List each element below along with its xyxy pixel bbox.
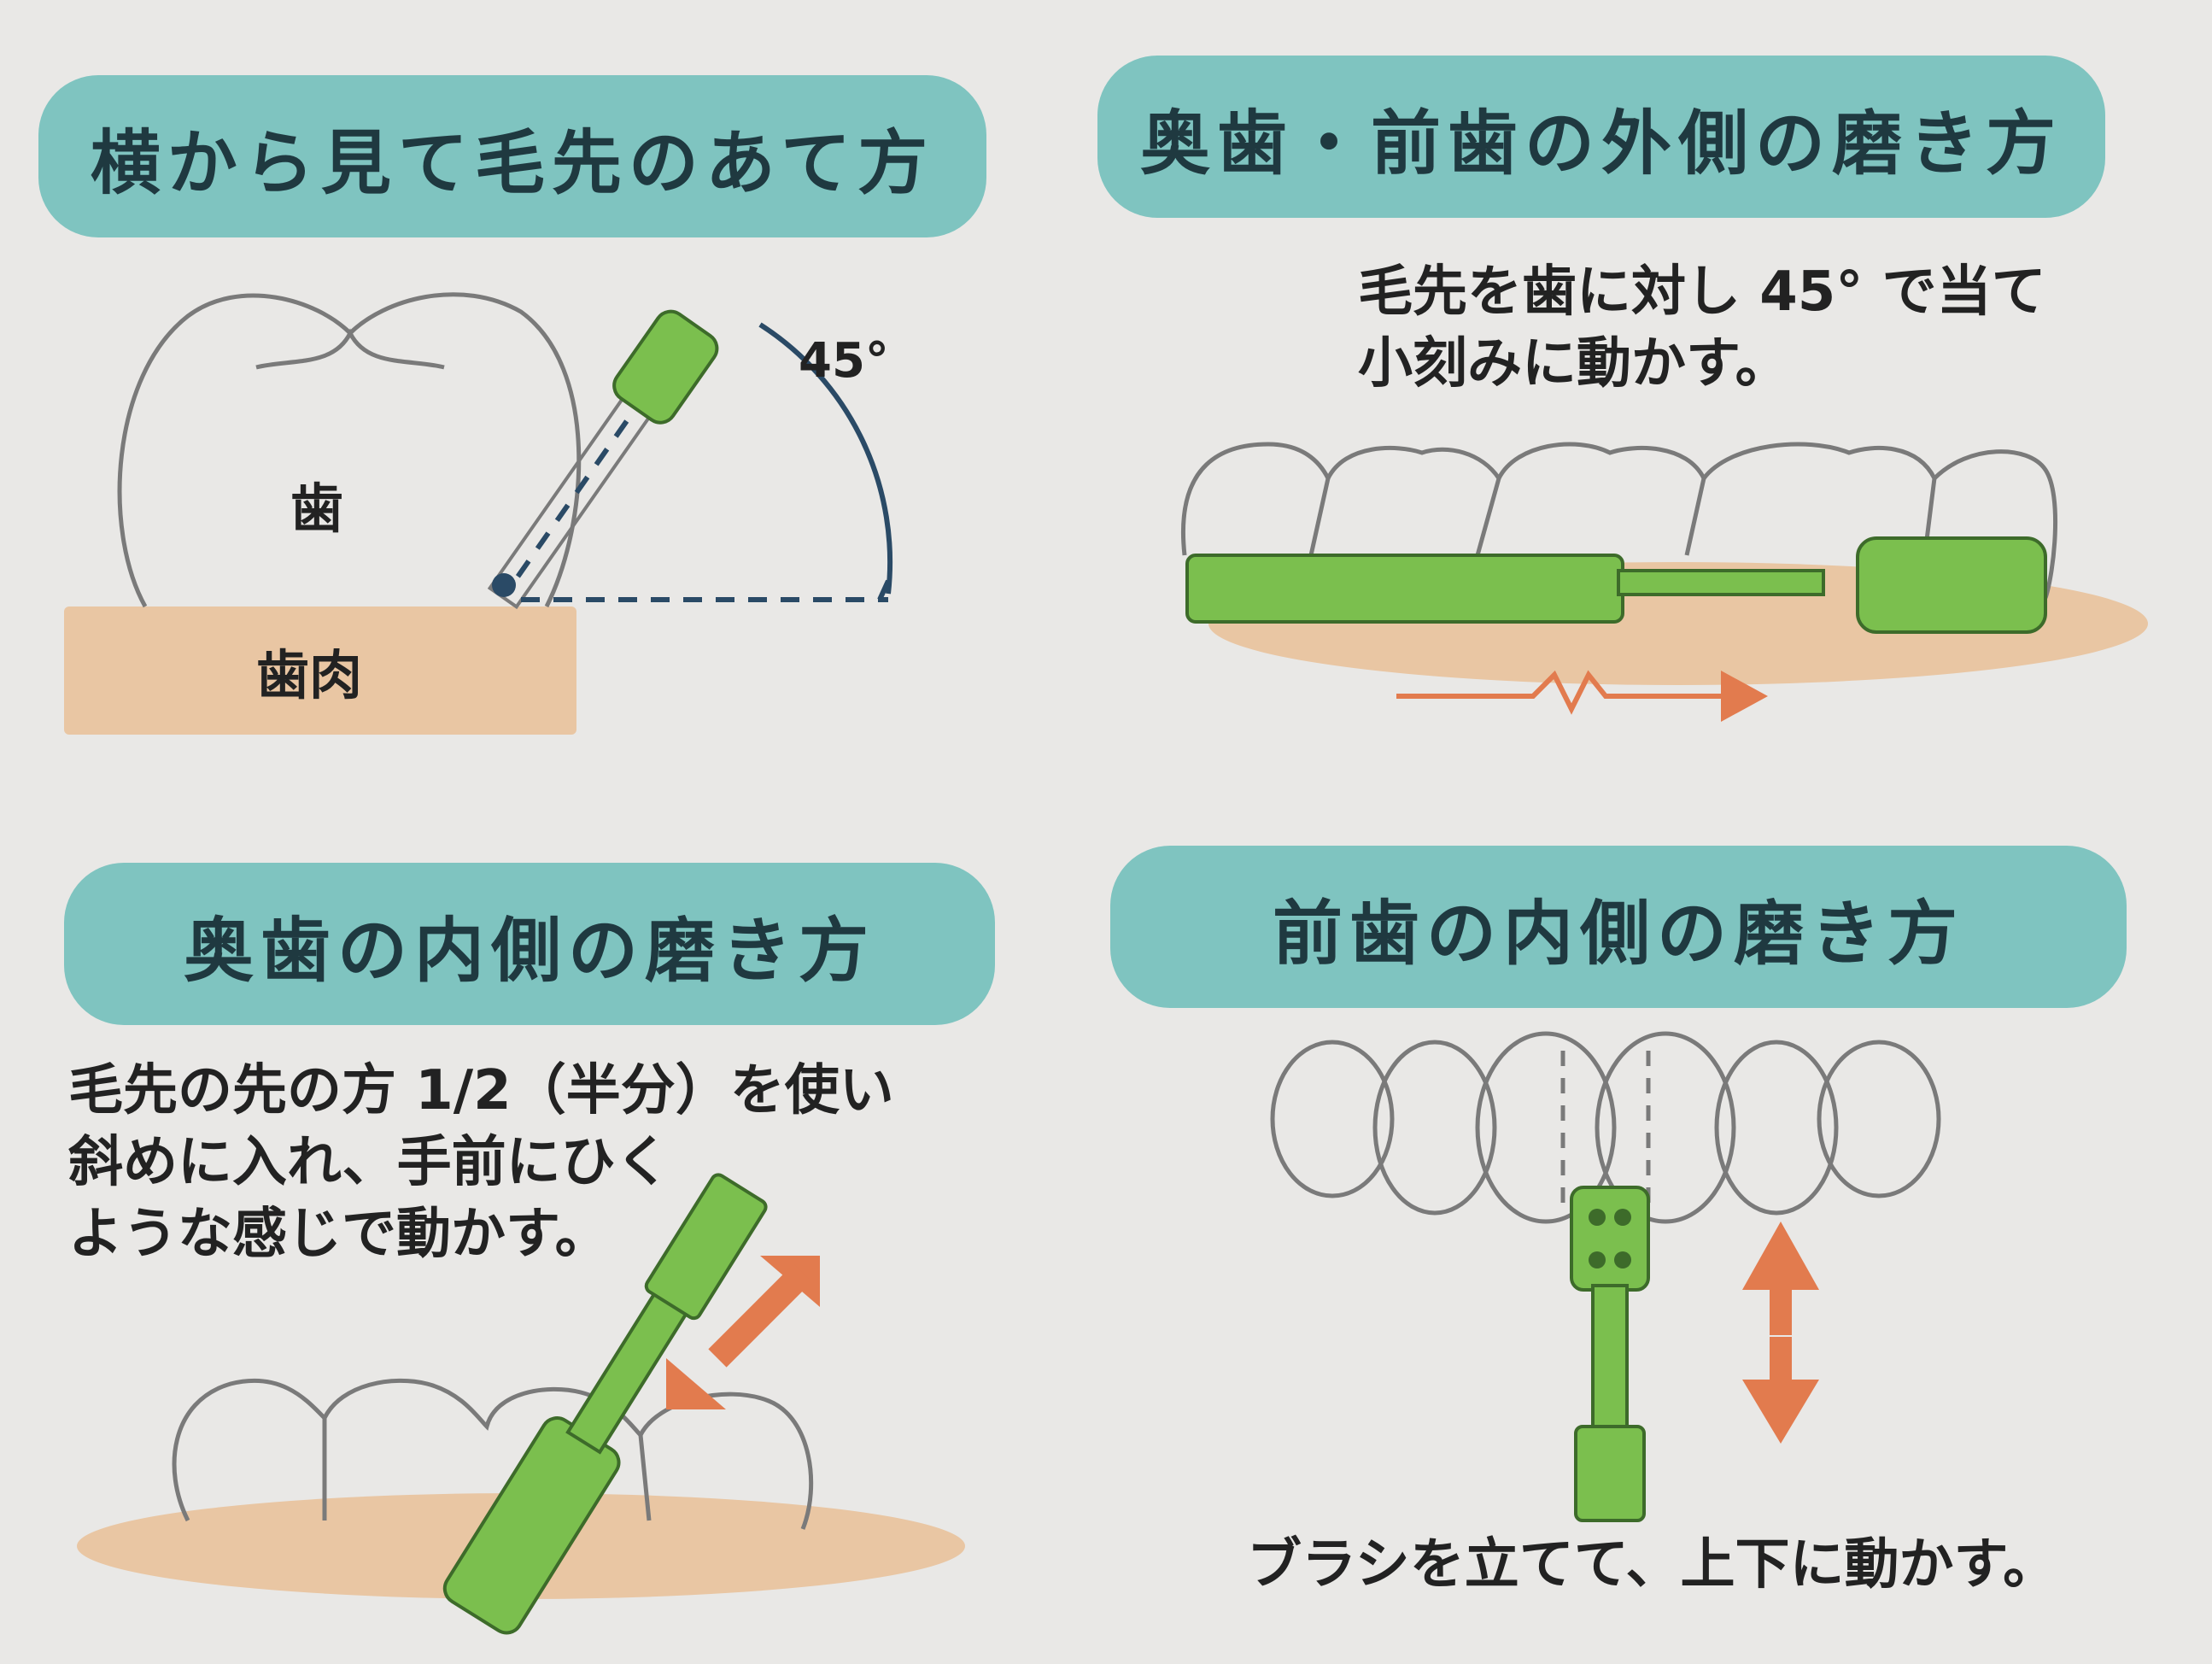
outer-teeth-brush-illustration xyxy=(1181,442,2148,722)
tooth-label: 歯 xyxy=(290,478,344,540)
gum-label: 歯肉 xyxy=(256,644,363,706)
outer-side-caption: 毛先を歯に対し 45° で当て 小刻みに動かす。 xyxy=(1358,256,2046,400)
front-inner-teeth-brush-illustration xyxy=(1270,1031,1941,1522)
panel-title-front-inner: 前歯の内側の磨き方 xyxy=(1110,846,2127,1008)
panel-title-outer-side: 奥歯・前歯の外側の磨き方 xyxy=(1097,56,2105,218)
panel-title-text: 奥歯の内側の磨き方 xyxy=(183,910,875,992)
angled-brush-illustration xyxy=(487,309,893,610)
back-inner-teeth-brush-illustration xyxy=(77,1173,965,1635)
panel-title-side-view: 横から見て毛先のあて方 xyxy=(38,75,986,237)
panel-title-text: 奥歯・前歯の外側の磨き方 xyxy=(1139,103,2063,185)
caption-line: 毛先を歯に対し 45° で当て xyxy=(1358,261,2046,324)
angle-label: 45° xyxy=(799,333,889,389)
gum-block xyxy=(64,606,576,735)
panel-title-text: 横から見て毛先のあて方 xyxy=(90,122,935,204)
caption-line: 小刻みに動かす。 xyxy=(1358,332,1790,395)
caption-line: ような感じで動かす。 xyxy=(68,1203,610,1266)
panel-title-back-inner: 奥歯の内側の磨き方 xyxy=(64,863,995,1025)
caption-line: 斜めに入れ、手前にひく xyxy=(68,1131,670,1194)
front-inner-caption: ブラシを立てて、上下に動かす。 xyxy=(1247,1533,2058,1597)
caption-line: 毛先の先の方 1/2（半分）を使い xyxy=(68,1059,894,1122)
tooth-side-illustration xyxy=(117,292,582,608)
panel-title-text: 前歯の内側の磨き方 xyxy=(1272,893,1964,975)
back-inner-caption: 毛先の先の方 1/2（半分）を使い 斜めに入れ、手前にひく ような感じで動かす。 xyxy=(68,1055,894,1270)
